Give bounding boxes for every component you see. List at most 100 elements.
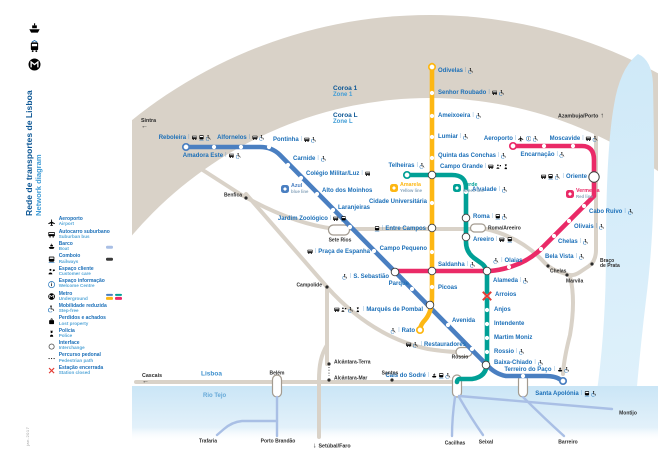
version-note: jan.2017 bbox=[25, 426, 30, 446]
line-vermelha bbox=[392, 143, 597, 274]
rail-station-dot bbox=[325, 285, 329, 289]
station-marker bbox=[211, 144, 217, 150]
station-marker bbox=[570, 143, 576, 149]
wheelchair-icon bbox=[48, 305, 55, 312]
interchange-marker bbox=[427, 170, 437, 180]
station-marker bbox=[429, 200, 435, 206]
ferry-belem-trafaria bbox=[215, 419, 279, 437]
transport-mode-icons bbox=[28, 22, 41, 71]
station-marker bbox=[541, 143, 547, 149]
terminus-marker bbox=[427, 62, 437, 72]
rail-station-dot bbox=[546, 264, 550, 268]
rail-station-dot bbox=[327, 362, 331, 366]
terminus-marker bbox=[558, 376, 568, 386]
rail-station-dot bbox=[327, 378, 331, 382]
terminus-marker bbox=[402, 170, 412, 180]
station-marker bbox=[429, 134, 435, 140]
station-marker bbox=[429, 113, 435, 119]
train-icon bbox=[48, 256, 55, 263]
metro-icon bbox=[48, 293, 55, 300]
interchange-marker bbox=[461, 213, 471, 223]
station-marker bbox=[469, 346, 475, 352]
closed-icon bbox=[48, 367, 55, 374]
bus-icon bbox=[48, 231, 55, 238]
interchange-marker bbox=[427, 266, 437, 276]
background-zones bbox=[132, 15, 658, 464]
metro-icon bbox=[28, 58, 41, 71]
station-marker bbox=[484, 321, 490, 327]
legend-line-chips bbox=[106, 245, 123, 249]
rail-interchange-oval bbox=[271, 374, 283, 398]
rail-santa-apolonia-line bbox=[561, 274, 575, 376]
station-marker bbox=[463, 189, 469, 195]
tram-icon bbox=[28, 40, 41, 53]
title-pt: Rede de transportes de Lisboa bbox=[24, 90, 34, 216]
terminus-marker bbox=[508, 141, 518, 151]
station-marker bbox=[506, 264, 512, 270]
dotted-icon bbox=[48, 355, 55, 362]
station-marker bbox=[429, 284, 435, 290]
station-marker bbox=[285, 162, 291, 168]
boat-icon bbox=[28, 22, 41, 35]
station-marker bbox=[581, 203, 587, 209]
interchange-marker bbox=[390, 267, 400, 277]
customer-icon bbox=[48, 268, 55, 275]
interchange-marker bbox=[425, 300, 435, 310]
station-marker bbox=[409, 286, 415, 292]
metro-station-markers bbox=[181, 62, 600, 386]
station-marker bbox=[347, 224, 353, 230]
terminus-marker bbox=[181, 142, 191, 152]
interchange-marker-large bbox=[588, 171, 600, 183]
ferry-terreiro-barreiro bbox=[521, 395, 566, 438]
rio-tejo-river bbox=[132, 386, 658, 442]
station-marker bbox=[551, 233, 557, 239]
interchange-icon bbox=[48, 343, 55, 350]
station-marker bbox=[566, 218, 572, 224]
rail-interchange-oval bbox=[469, 223, 487, 233]
ferry-cais-seixal bbox=[457, 395, 485, 437]
station-marker bbox=[314, 191, 320, 197]
title-en: Network diagram bbox=[34, 154, 44, 216]
station-marker bbox=[429, 249, 435, 255]
rail-station-dot bbox=[565, 273, 569, 277]
station-marker bbox=[484, 307, 490, 313]
legend-line-chips bbox=[106, 293, 123, 300]
station-marker bbox=[371, 248, 377, 254]
rail-station-dot bbox=[244, 196, 248, 200]
rail-station-dot bbox=[390, 378, 394, 382]
station-marker bbox=[445, 322, 451, 328]
city-zone-fan bbox=[132, 98, 658, 464]
page-title: Rede de transportes de Lisboa Network di… bbox=[24, 82, 43, 216]
station-marker bbox=[520, 373, 526, 379]
rail-station-markers bbox=[244, 196, 594, 382]
ferry-routes bbox=[215, 394, 614, 438]
interchange-marker bbox=[482, 266, 492, 276]
station-marker bbox=[484, 335, 490, 341]
station-marker bbox=[266, 144, 272, 150]
interchange-marker bbox=[427, 223, 437, 233]
station-marker bbox=[298, 175, 304, 181]
